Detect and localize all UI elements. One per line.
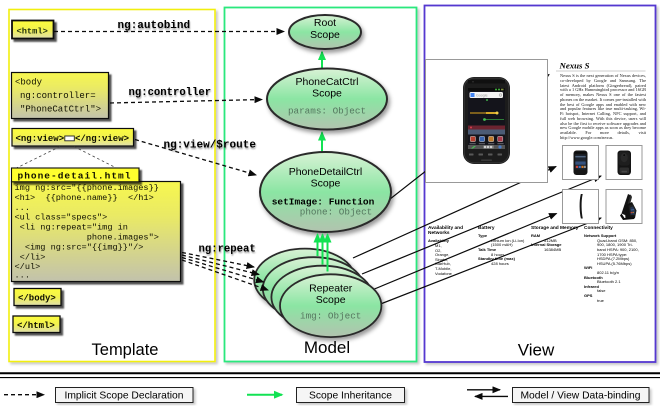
svg-text:Nexus S: Nexus S [559, 61, 590, 71]
svg-text:</li>: </li> [15, 252, 46, 262]
svg-text:"PhoneCatCtrl">: "PhoneCatCtrl"> [20, 105, 101, 115]
svg-text:ng:view/$route: ng:view/$route [164, 140, 257, 152]
svg-text:<ul class="specs">: <ul class="specs"> [15, 213, 108, 223]
svg-text:ng:controller: ng:controller [129, 87, 212, 99]
svg-text:</body>: </body> [18, 294, 56, 304]
svg-text:ng:repeat: ng:repeat [199, 244, 256, 256]
svg-text:View: View [518, 341, 555, 360]
svg-text:params: Object: params: Object [288, 106, 366, 117]
svg-text:<li ng:repeat="img in: <li ng:repeat="img in [15, 223, 128, 233]
svg-text:Scope: Scope [310, 29, 340, 41]
svg-text:Scope: Scope [316, 294, 346, 306]
svg-text:Scope: Scope [311, 177, 341, 189]
svg-text:Scope Inheritance: Scope Inheritance [309, 391, 392, 402]
svg-text:</html>: </html> [17, 321, 55, 331]
svg-text:</ul>: </ul> [15, 262, 41, 272]
svg-text:Google: Google [476, 94, 488, 98]
svg-text:<body: <body [15, 78, 43, 88]
svg-text:...: ... [15, 271, 30, 281]
svg-text:<img ng:src="{{img}}"/>: <img ng:src="{{img}}"/> [15, 242, 144, 252]
svg-text:...: ... [15, 203, 30, 213]
svg-text:<h1> {{phone.name}} </h1>: <h1> {{phone.name}} </h1> [15, 193, 154, 203]
svg-text:Model: Model [304, 338, 350, 357]
svg-text:phone.images">: phone.images"> [15, 233, 159, 243]
svg-text:img ng:src="{{phone.images}}: img ng:src="{{phone.images}} [15, 183, 159, 193]
svg-text:Scope: Scope [312, 87, 342, 99]
svg-text:ng:controller=: ng:controller= [20, 91, 96, 101]
svg-text:setImage: Function: setImage: Function [272, 197, 375, 208]
svg-text:</ng:view>: </ng:view> [75, 134, 129, 144]
svg-text:phone: Object: phone: Object [300, 207, 373, 218]
svg-text:Model / View Data-binding: Model / View Data-binding [520, 391, 640, 402]
svg-text:PhoneCatCtrl: PhoneCatCtrl [295, 76, 358, 88]
svg-text:Root: Root [314, 17, 336, 29]
svg-text:ng:autobind: ng:autobind [118, 20, 191, 32]
svg-text:Repeater: Repeater [309, 283, 353, 295]
svg-text:phone-detail.html: phone-detail.html [18, 171, 132, 182]
svg-text:img: Object: img: Object [300, 311, 361, 322]
svg-text:Template: Template [92, 341, 159, 359]
svg-text:Implicit Scope Declaration: Implicit Scope Declaration [64, 391, 183, 402]
svg-text:PhoneDetailCtrl: PhoneDetailCtrl [289, 166, 363, 178]
svg-text:<ng:view>: <ng:view> [16, 134, 65, 144]
svg-text:<html>: <html> [17, 27, 48, 37]
